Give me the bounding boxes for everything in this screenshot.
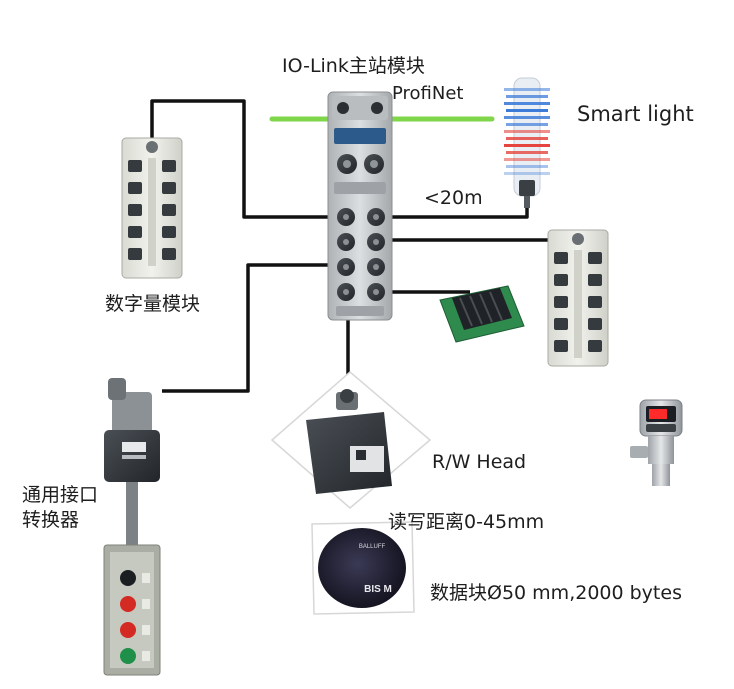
- cable-smart-light: [388, 206, 529, 219]
- smart-light-label: Smart light: [577, 102, 694, 126]
- universal-converter-label: 通用接口 转换器: [22, 484, 99, 531]
- data-carrier-label: 数据块Ø50 mm,2000 bytes: [430, 582, 682, 604]
- terminal-board: [439, 285, 525, 343]
- universal-converter: [104, 378, 160, 546]
- rw-head-label: R/W Head: [432, 451, 527, 473]
- smart-light-icon: [504, 77, 550, 208]
- rw-head: [270, 371, 432, 509]
- data-carrier-brand: BALLUFF: [359, 544, 386, 550]
- io-cables: [150, 99, 572, 395]
- data-carrier-model: BIS M: [364, 584, 392, 595]
- cable-digital-module: [150, 99, 340, 219]
- cable-length-label: <20m: [424, 187, 483, 209]
- digital-module-left: [121, 137, 183, 279]
- io-link-master-module: [327, 91, 393, 321]
- smart-light-segments: [504, 88, 550, 175]
- cable-converter: [162, 263, 340, 393]
- profinet-label: ProfiNet: [392, 83, 464, 104]
- digital-module-label: 数字量模块: [105, 293, 201, 315]
- rw-distance-label: 读写距离0-45mm: [388, 511, 545, 533]
- io-link-master-label: IO-Link主站模块: [282, 55, 425, 77]
- pushbutton-box: [103, 544, 161, 676]
- pressure-sensor: [630, 399, 683, 486]
- data-carrier: BALLUFF BIS M: [311, 521, 415, 615]
- digital-module-right: [547, 229, 609, 367]
